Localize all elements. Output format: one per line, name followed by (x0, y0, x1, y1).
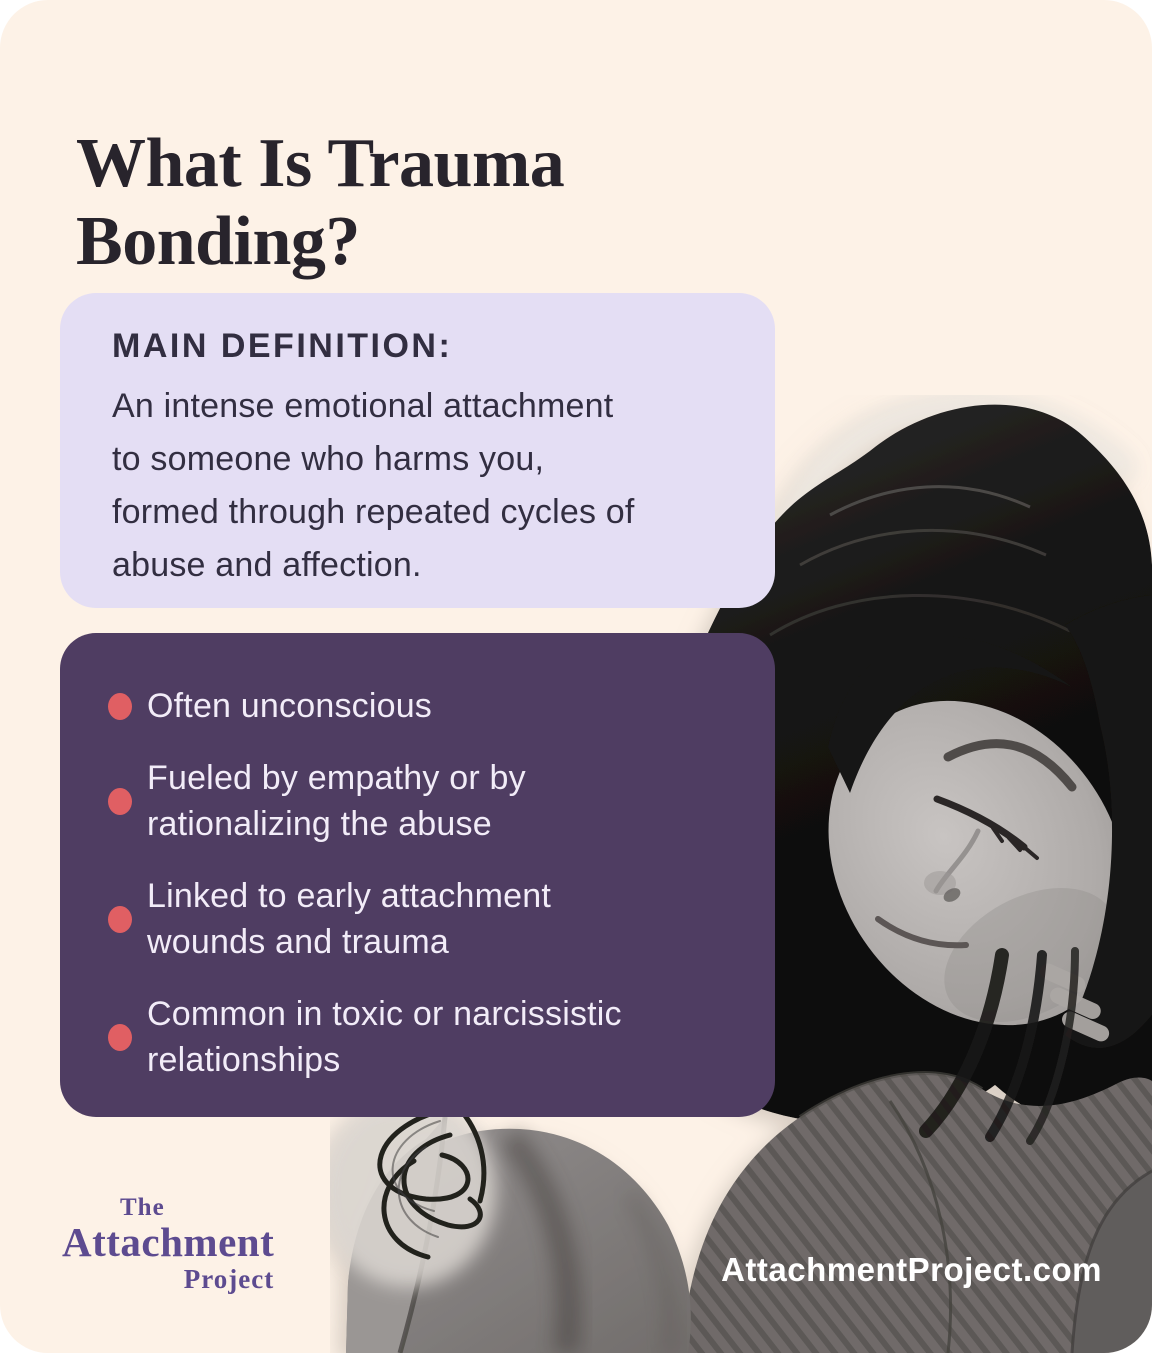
definition-body: An intense emotional attachment to someo… (112, 387, 635, 584)
page-title: What Is Trauma Bonding? (76, 124, 565, 280)
traits-card: Often unconscious Fueled by empathy or b… (60, 633, 775, 1117)
brand-logo: The Attachment Project (62, 1194, 274, 1295)
brand-logo-project: Project (183, 1264, 275, 1294)
list-item: Common in toxic or narcissistic relation… (108, 991, 745, 1083)
trait-label: Fueled by empathy or by rationalizing th… (147, 759, 526, 843)
list-item: Fueled by empathy or by rationalizing th… (108, 755, 745, 847)
brand-logo-attachment: Attachment (62, 1219, 275, 1265)
traits-list: Often unconscious Fueled by empathy or b… (108, 683, 745, 1083)
website-url: AttachmentProject.com (721, 1251, 1102, 1288)
brand-logo-the: The (120, 1194, 165, 1221)
bullet-dot-icon (108, 692, 132, 720)
trait-label: Often unconscious (147, 687, 433, 725)
bullet-dot-icon (108, 905, 132, 933)
list-item: Linked to early attachment wounds and tr… (108, 873, 745, 965)
trait-label: Common in toxic or narcissistic relation… (147, 995, 622, 1079)
trait-label: Linked to early attachment wounds and tr… (147, 877, 551, 961)
list-item: Often unconscious (108, 683, 745, 729)
definition-card: MAIN DEFINITION: An intense emotional at… (60, 293, 775, 608)
definition-heading: MAIN DEFINITION: (112, 327, 453, 365)
bullet-dot-icon (108, 1023, 132, 1051)
bullet-dot-icon (108, 787, 132, 815)
